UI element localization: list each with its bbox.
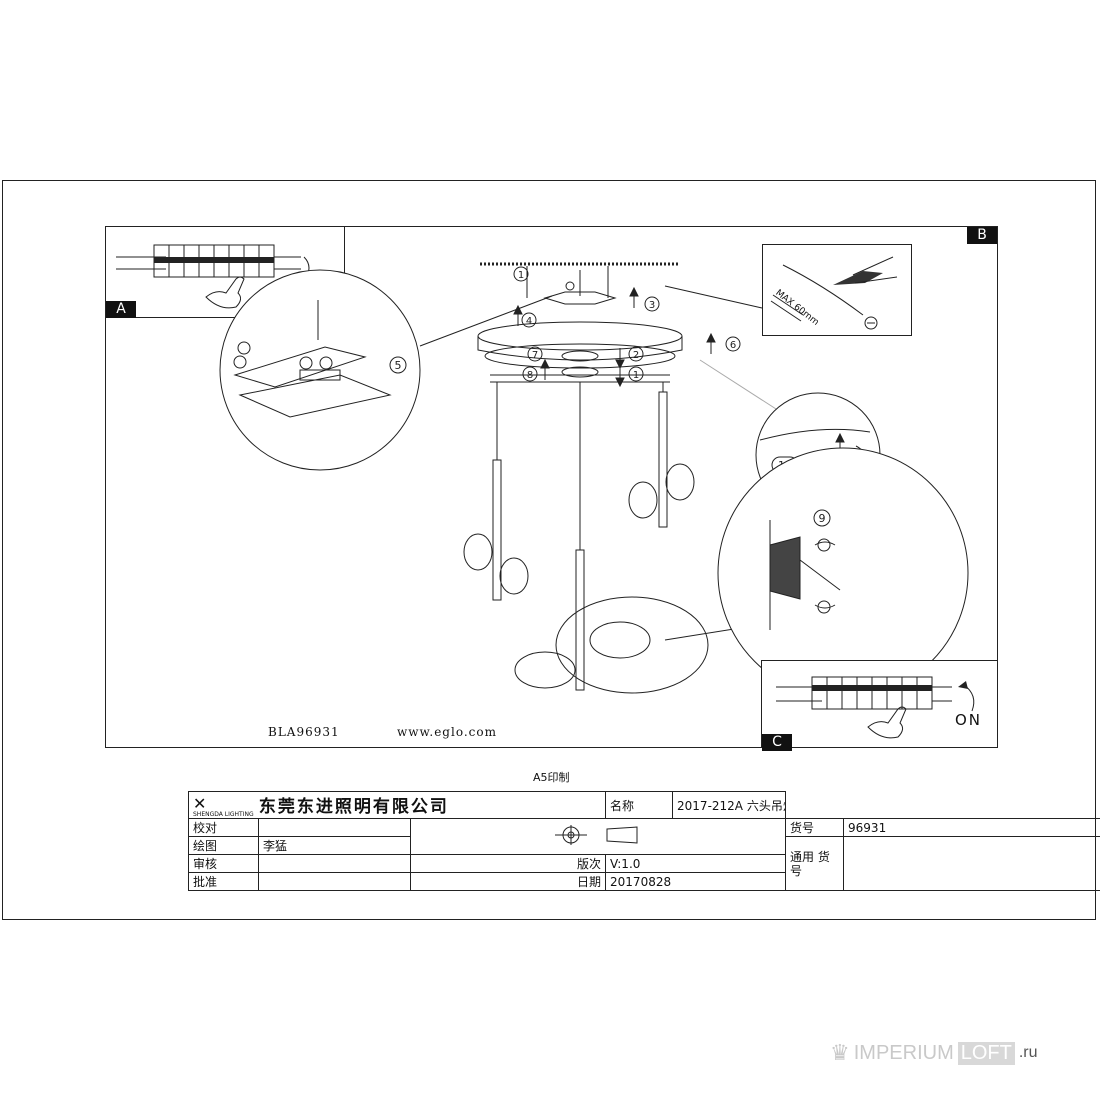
breaker-off-illustration [116,244,310,309]
print-note: A5印制 [533,771,570,784]
inset-a-switch-off: OFF [105,226,345,318]
item-no-value: 96931 [843,818,1100,837]
website-text: www.eglo.com [397,725,497,739]
item-no-label: 货号 [785,818,845,837]
check-label: 校对 [188,818,259,837]
watermark: ♛ IMPERIUM LOFT .ru [830,1038,1038,1068]
company-name: 东莞东进照明有限公司 [258,797,449,818]
drawn-label: 绘图 [188,836,259,855]
panel-c-tag: C [762,734,792,751]
switch-off-label: OFF [288,282,324,300]
logo-text: SHENGDA LIGHTING [193,810,254,818]
watermark-crest-icon: ♛ [830,1040,850,1065]
name-label: 名称 [605,791,674,819]
check-value [258,818,411,837]
watermark-tld: .ru [1018,1044,1038,1061]
name-value: 2017-212A 六头吊灯 [672,791,787,819]
title-block-table: ✕ SHENGDA LIGHTING 东莞东进照明有限公司 名称 2017-21… [187,791,1100,891]
date-label: 日期 [409,872,607,891]
version-label: 版次 [409,854,607,873]
inset-c-switch-on: ON [761,660,998,748]
panel-a-tag: A [106,301,136,318]
watermark-brand2: LOFT [957,1041,1015,1065]
model-code: BLA96931 [268,725,340,739]
switch-on-label: ON [955,711,983,729]
projection-symbol-icon [555,825,638,845]
approve-value [258,872,411,891]
review-label: 审核 [188,854,259,873]
panel-b-tag: B [967,227,997,244]
company-cell: ✕ SHENGDA LIGHTING 东莞东进照明有限公司 [187,791,607,819]
drawing-sheet-border [2,180,1096,920]
assembly-drawing-frame [105,226,998,748]
general-item-label: 通用 货号 [785,836,845,891]
breaker-on-illustration [776,676,975,739]
projection-symbol-cell [409,818,787,855]
general-item-value [843,836,1100,891]
wire-stripper-illustration [770,256,898,330]
date-value: 20170828 [605,872,787,891]
watermark-brand: IMPERIUM [853,1041,954,1064]
version-value: V:1.0 [605,854,787,873]
approve-label: 批准 [188,872,259,891]
drawn-value: 李猛 [258,836,411,855]
company-logo: ✕ SHENGDA LIGHTING [193,793,254,818]
review-value [258,854,411,873]
inset-b-wire-strip: MAX 60mm [762,244,912,336]
